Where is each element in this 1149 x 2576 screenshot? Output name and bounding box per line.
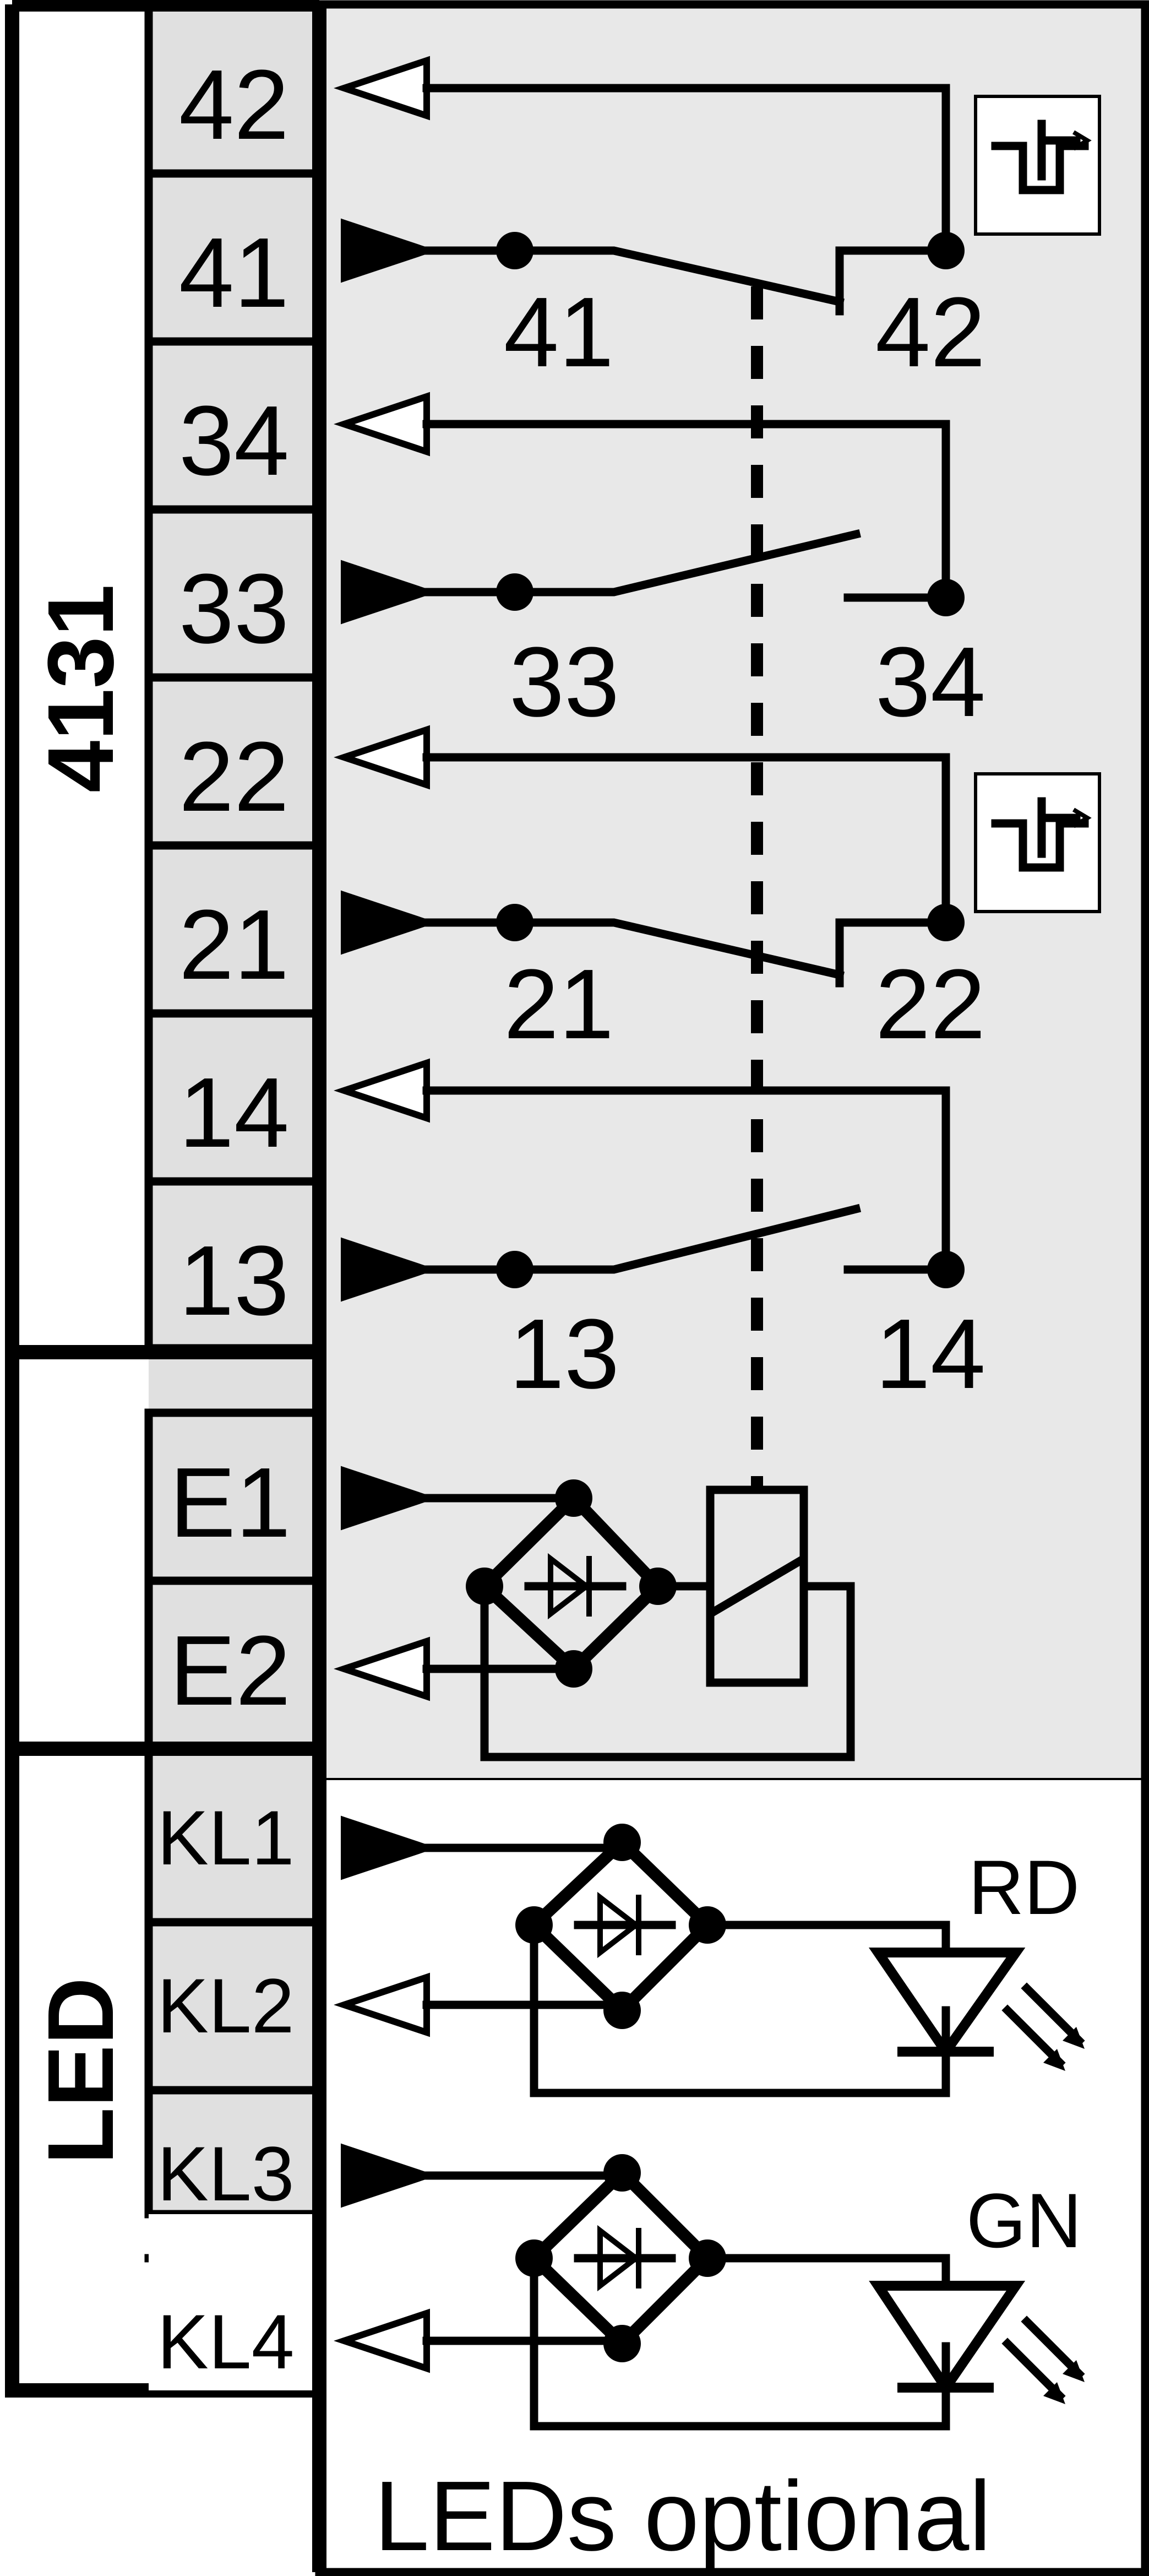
input-arrow-kl3 [341,2143,437,2208]
contact-label-41: 41 [504,277,614,388]
output-arrow-kl2 [334,1972,430,2037]
contact-41-42: 41 42 [422,84,985,388]
terminal-e1: E1 [170,1447,291,1558]
terminal-arrows [334,56,437,2373]
led-icon [869,2281,1085,2404]
bridge-rectifier-icon [466,1479,677,1688]
terminal-22: 22 [179,722,289,832]
contact-21-22: 21 22 [422,753,985,1060]
contact-label-13: 13 [509,1299,619,1409]
contact-label-42: 42 [875,277,985,388]
terminal-41: 41 [179,218,289,328]
contact-label-34: 34 [875,627,985,737]
input-arrow-41 [341,218,437,283]
terminal-14: 14 [179,1057,289,1168]
led-label-gn: GN [966,2177,1082,2264]
input-arrow-13 [341,1237,437,1302]
module-title: 4131 [29,584,133,793]
bridge-rectifier-icon [515,1824,726,2029]
terminal-34: 34 [179,386,289,496]
terminal-kl1: KL1 [157,1794,294,1881]
terminal-13: 13 [179,1225,289,1336]
terminal-labels: 42 41 34 33 22 21 14 13 E1 E2 KL1 KL2 KL… [157,50,294,2385]
led-label-rd: RD [968,1844,1080,1930]
input-arrow-21 [341,890,437,955]
led-red-circuit: RD [422,1824,1085,2097]
contact-label-14: 14 [875,1299,985,1409]
positive-opening-icon [974,772,1101,913]
contact-label-22: 22 [875,949,985,1060]
input-arrow-e1 [341,1466,437,1531]
contact-33-34: 33 34 [422,420,985,737]
footer-note: LEDs optional [374,2461,992,2572]
input-arrow-kl1 [341,1815,437,1880]
supply-circuit [422,1479,855,1761]
input-arrow-33 [341,560,437,625]
terminal-33: 33 [179,554,289,664]
led-icon [868,1948,1085,2071]
bridge-rectifier-icon [515,2154,726,2362]
terminal-kl4: KL4 [157,2298,294,2385]
terminal-kl2: KL2 [157,1962,294,2049]
contact-label-21: 21 [504,949,614,1060]
terminal-e2: E2 [170,1615,291,1726]
terminal-21: 21 [179,890,289,1000]
led-group-title: LED [29,1977,133,2165]
terminal-column [149,4,319,2214]
terminal-42: 42 [179,50,289,160]
contact-13-14: 13 14 [422,1086,985,1409]
module-border [5,0,326,2572]
terminal-kl3: KL3 [157,2130,294,2217]
contact-label-33: 33 [509,627,619,737]
relay-coil-icon [706,1485,808,1687]
output-arrow-kl4 [334,2308,430,2373]
positive-opening-icon [974,95,1101,236]
led-green-circuit: GN [422,2154,1085,2431]
